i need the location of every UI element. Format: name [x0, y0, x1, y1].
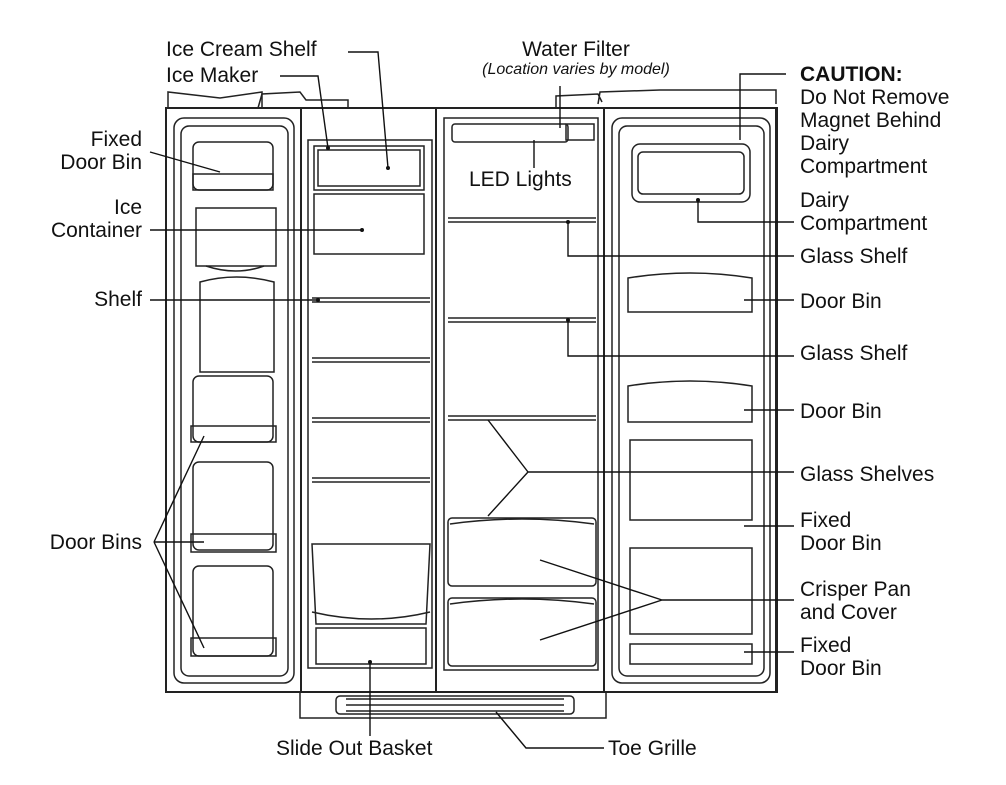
- label-glass-shelf-2: Glass Shelf: [800, 342, 908, 365]
- caution-line-3: Dairy: [800, 132, 850, 155]
- leader-dots: [316, 146, 700, 664]
- leader-glass-shelf-1: [567, 222, 794, 257]
- fresh-food-door: [603, 107, 777, 693]
- dairy-compartment-line-1: Dairy: [800, 189, 850, 212]
- top-hinges: [167, 89, 777, 109]
- label-caution: CAUTION: Do Not Remove Magnet Behind Dai…: [800, 63, 949, 178]
- crisper-line-2: and Cover: [800, 601, 897, 624]
- label-water-filter: Water Filter (Location varies by model): [460, 38, 692, 79]
- toe-grille: [299, 691, 607, 719]
- fresh-food-compartment: [435, 107, 605, 693]
- dairy-compartment-line-2: Compartment: [800, 212, 928, 235]
- caution-title: CAUTION:: [800, 63, 903, 86]
- label-door-bins: Door Bins: [49, 531, 142, 554]
- label-glass-shelf-1: Glass Shelf: [800, 245, 908, 268]
- leader-glass-shelves: [487, 419, 794, 517]
- label-door-bin-2: Door Bin: [800, 400, 882, 423]
- label-crisper: Crisper Pan and Cover: [800, 578, 911, 624]
- caution-line-2: Magnet Behind: [800, 109, 942, 132]
- leader-ice-maker: [280, 75, 329, 149]
- leader-fixed-door-bin-top: [149, 151, 221, 173]
- label-fixed-door-bin-bot: Fixed Door Bin: [800, 634, 882, 680]
- cabinet-outline: [165, 107, 778, 693]
- freezer-compartment: [300, 107, 437, 693]
- leader-door-bins: [153, 435, 205, 649]
- caution-line-4: Compartment: [800, 155, 928, 178]
- label-ice-cream-shelf: Ice Cream Shelf: [166, 38, 317, 61]
- label-led-lights: LED Lights: [469, 168, 572, 191]
- label-slide-out-basket: Slide Out Basket: [276, 737, 433, 760]
- ice-container-line-1: Ice: [113, 196, 142, 219]
- leader-dairy-compartment: [697, 200, 794, 223]
- leader-lines: [149, 51, 794, 749]
- fixed-door-bin-mid-line-1: Fixed: [800, 509, 852, 532]
- label-ice-maker: Ice Maker: [166, 64, 259, 87]
- label-glass-shelves: Glass Shelves: [800, 463, 935, 486]
- leader-caution: [739, 73, 786, 140]
- fixed-door-bin-top-line-1: Fixed: [90, 128, 142, 151]
- fixed-door-bin-bot-line-1: Fixed: [800, 634, 852, 657]
- leader-glass-shelf-2: [567, 320, 794, 357]
- label-fixed-door-bin-top: Fixed Door Bin: [20, 128, 142, 174]
- fixed-door-bin-mid-line-2: Door Bin: [800, 532, 882, 555]
- label-door-bin-1: Door Bin: [800, 290, 882, 313]
- label-ice-container: Ice Container: [20, 196, 142, 242]
- water-filter-note: (Location varies by model): [482, 61, 670, 78]
- crisper-line-1: Crisper Pan: [800, 578, 911, 601]
- leader-ice-cream-shelf: [348, 51, 389, 169]
- label-dairy-compartment: Dairy Compartment: [800, 189, 927, 235]
- label-shelf: Shelf: [94, 288, 142, 311]
- fixed-door-bin-top-line-2: Door Bin: [60, 151, 142, 174]
- ice-container-line-2: Container: [50, 219, 142, 242]
- leader-crisper: [539, 559, 794, 641]
- caution-line-1: Do Not Remove: [800, 86, 950, 109]
- fixed-door-bin-bot-line-2: Door Bin: [800, 657, 882, 680]
- freezer-door: [165, 107, 302, 693]
- label-fixed-door-bin-mid: Fixed Door Bin: [800, 509, 882, 555]
- label-toe-grille: Toe Grille: [608, 737, 697, 760]
- water-filter-title: Water Filter: [522, 38, 630, 61]
- leader-toe-grille: [495, 711, 604, 749]
